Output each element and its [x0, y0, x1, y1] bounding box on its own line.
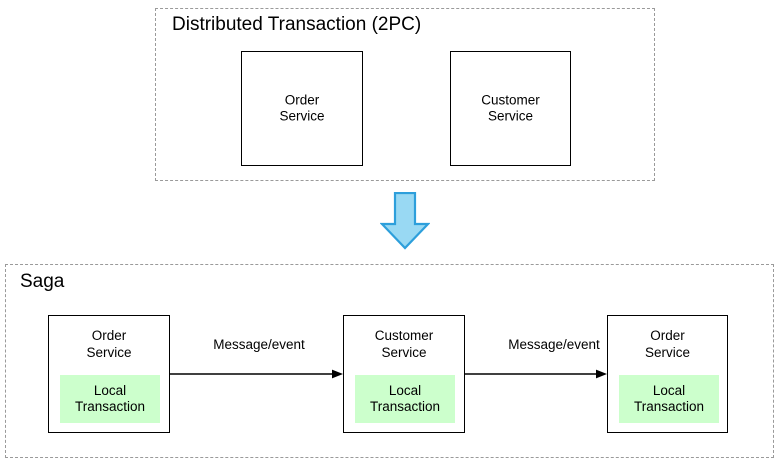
saga-order-service-box-2[interactable]: Order Service Local Transaction — [607, 315, 728, 433]
saga-group — [5, 264, 774, 458]
message-event-label-2: Message/event — [508, 337, 600, 352]
down-arrow-icon — [380, 192, 430, 250]
saga-order-service-label: Order Service — [86, 328, 132, 360]
saga-title: Saga — [20, 271, 65, 292]
top-order-service-box[interactable]: Order Service — [241, 51, 363, 166]
message-event-label-1: Message/event — [213, 337, 305, 352]
saga-customer-service-box[interactable]: Customer Service Local Transaction — [343, 315, 465, 433]
top-customer-service-label: Customer Service — [481, 92, 540, 124]
distributed-transaction-group — [155, 8, 655, 181]
message-event-arrow-1 — [170, 369, 343, 379]
saga-order-service-label-2: Order Service — [644, 328, 690, 360]
saga-order-service-local-transaction-2: Local Transaction — [619, 375, 719, 423]
saga-order-service-local-transaction: Local Transaction — [60, 375, 160, 423]
top-customer-service-box[interactable]: Customer Service — [450, 51, 571, 166]
saga-customer-service-local-transaction: Local Transaction — [355, 375, 455, 423]
saga-order-service-box[interactable]: Order Service Local Transaction — [48, 315, 170, 433]
message-event-arrow-2 — [465, 369, 607, 379]
distributed-transaction-title: Distributed Transaction (2PC) — [172, 14, 422, 35]
top-order-service-label: Order Service — [279, 92, 325, 124]
saga-customer-service-label: Customer Service — [374, 328, 434, 360]
